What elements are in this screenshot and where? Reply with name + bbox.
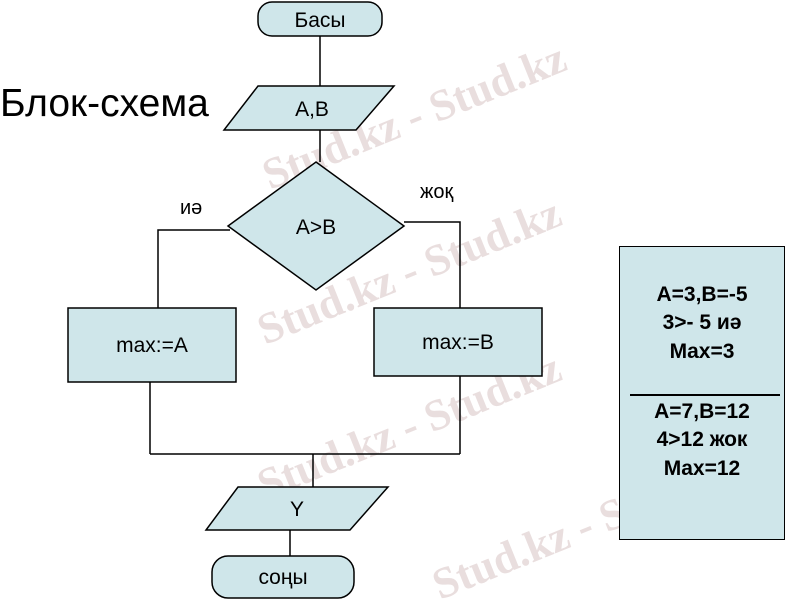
example-line: A=3,B=-5 (656, 283, 748, 306)
end-label: соңы (258, 566, 307, 589)
input-parallelogram: A,B (222, 85, 396, 131)
output-label: Y (290, 498, 304, 521)
assign-a-label: max:=A (116, 334, 188, 357)
no-branch-label: жоқ (420, 181, 454, 203)
assign-a-process: max:=A (67, 307, 237, 383)
example-line: 3>- 5 иә (662, 311, 742, 334)
assign-b-process: max:=B (373, 307, 543, 377)
example-line: Max=3 (669, 340, 735, 363)
input-label: A,B (295, 98, 329, 121)
condition-label: A>B (296, 216, 336, 239)
decision-diamond: A>B (226, 161, 406, 291)
start-terminator: Басы (257, 1, 383, 37)
output-parallelogram: Y (204, 486, 390, 531)
connector-lines (149, 36, 461, 556)
assign-b-label: max:=B (422, 331, 494, 354)
example-line: A=7,B=12 (654, 400, 750, 423)
example-panel: A=3,B=-5 3>- 5 иә Max=3 A=7,B=12 4>12 жо… (619, 246, 785, 540)
end-terminator: соңы (211, 555, 355, 599)
start-label: Басы (294, 9, 345, 32)
page-title: Блок-схема (0, 82, 209, 125)
example-line: 4>12 жок (656, 428, 748, 451)
yes-branch-label: иә (180, 197, 202, 219)
example-divider (630, 394, 780, 396)
example-line: Max=12 (663, 457, 741, 480)
